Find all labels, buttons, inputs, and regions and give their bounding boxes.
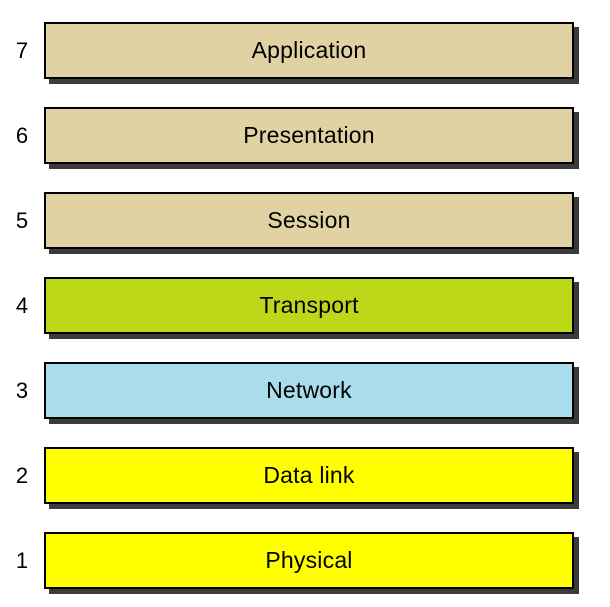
layer-bar: Data link — [44, 447, 574, 504]
osi-layer-row: 7 Application — [0, 22, 574, 79]
layer-label: Transport — [259, 292, 359, 318]
layer-label: Presentation — [243, 122, 375, 148]
layer-bar: Presentation — [44, 107, 574, 164]
layer-number: 6 — [15, 122, 29, 148]
layer-label: Network — [266, 377, 352, 403]
osi-layer-row: 2 Data link — [0, 447, 574, 504]
layer-number: 3 — [15, 377, 29, 403]
layer-bar: Physical — [44, 532, 574, 589]
layer-bar: Session — [44, 192, 574, 249]
layer-number: 5 — [15, 207, 29, 233]
layer-number: 1 — [15, 547, 29, 573]
layer-bar: Network — [44, 362, 574, 419]
layer-label: Physical — [265, 547, 353, 573]
layer-bar: Application — [44, 22, 574, 79]
osi-layer-row: 5 Session — [0, 192, 574, 249]
osi-layer-row: 1 Physical — [0, 532, 574, 589]
layer-label: Session — [267, 207, 351, 233]
osi-layer-row: 3 Network — [0, 362, 574, 419]
layer-bar: Transport — [44, 277, 574, 334]
osi-layer-row: 6 Presentation — [0, 107, 574, 164]
layer-number: 7 — [15, 37, 29, 63]
osi-layer-row: 4 Transport — [0, 277, 574, 334]
layer-number: 2 — [15, 462, 29, 488]
layer-number: 4 — [15, 292, 29, 318]
layer-label: Data link — [263, 462, 355, 488]
layer-label: Application — [251, 37, 367, 63]
